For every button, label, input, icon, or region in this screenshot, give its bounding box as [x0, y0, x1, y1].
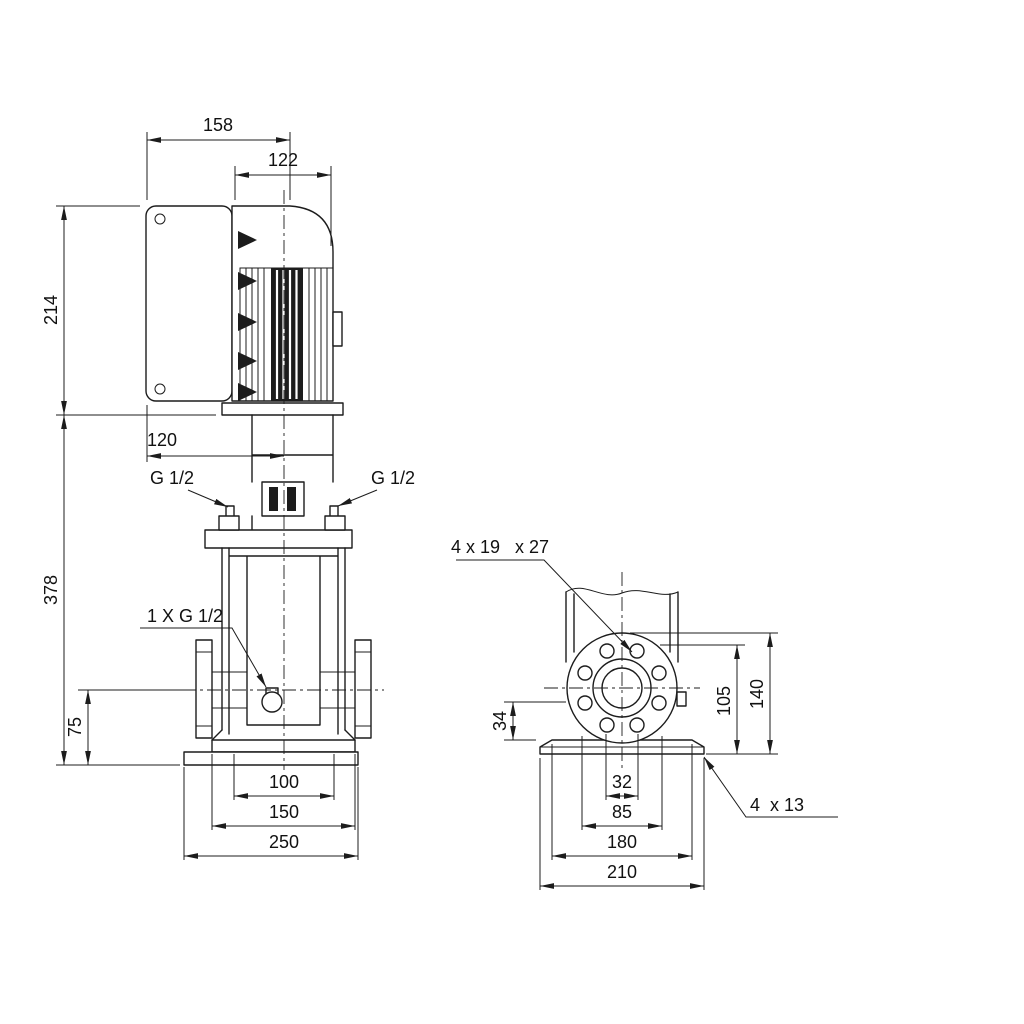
chamber-stack [221, 547, 346, 735]
plug-right-label: G 1/2 [371, 468, 415, 488]
base-holes-leader [703, 756, 838, 818]
bolt-hole [651, 695, 667, 711]
dim-140-label: 140 [747, 679, 767, 709]
dimension-120: 120 [146, 405, 284, 462]
bolt-hole [651, 665, 667, 681]
dimension-210: 210 [539, 758, 705, 890]
bolt-hole [629, 717, 645, 733]
base-holes-callout: 4 x 13 [703, 756, 838, 818]
drain-label: 1 X G 1/2 [147, 606, 223, 626]
control-box [145, 205, 233, 402]
dim-150-label: 150 [269, 802, 299, 822]
terminal-boss [332, 311, 343, 347]
lantern-sides [251, 414, 334, 483]
dim-180-label: 180 [607, 832, 637, 852]
chamber-end [565, 591, 679, 663]
head-flange [204, 529, 353, 549]
dim-214-label: 214 [41, 295, 61, 325]
motor-flange [221, 402, 344, 416]
base-holes-label: 4 x 13 [750, 795, 804, 815]
dimension-180: 180 [551, 744, 693, 860]
dim-120-label: 120 [147, 430, 177, 450]
dim-100-label: 100 [269, 772, 299, 792]
dim-105-label: 105 [714, 686, 734, 716]
flange-holes-callout: 4 x 19 x 27 [451, 537, 633, 653]
dimension-75: 75 [65, 689, 194, 765]
dim-158-label: 158 [203, 115, 233, 135]
control-box-screw-top [154, 213, 166, 225]
plug-right-leader [337, 489, 378, 507]
front-view [145, 190, 384, 770]
dim-250-ext [183, 767, 359, 860]
bolt-hole [577, 695, 593, 711]
flange-tab [676, 691, 687, 707]
dimension-100: 100 [233, 754, 335, 800]
dim-75-label: 75 [65, 717, 85, 737]
bolt-hole [599, 643, 615, 659]
dim-210-label: 210 [607, 862, 637, 882]
plug-callout-left: G 1/2 [150, 468, 229, 508]
dim-85-ext [581, 736, 663, 830]
bolt-hole [577, 665, 593, 681]
drain-callout: 1 X G 1/2 [140, 606, 267, 688]
dimension-250: 250 [183, 767, 359, 860]
dim-378-label: 378 [41, 575, 61, 605]
control-box-screw-bottom [154, 383, 166, 395]
pedestal-band [211, 739, 356, 753]
motor-fin-slits [275, 270, 298, 399]
port-flange-right [354, 639, 372, 739]
dim-158-ext [146, 132, 291, 200]
plug-left-leader [187, 489, 229, 508]
dim-250-label: 250 [269, 832, 299, 852]
chamber-base-slopes [211, 729, 356, 741]
coupling-guard-slots [269, 487, 296, 511]
dim-150-ext [211, 754, 356, 830]
dimension-150: 150 [211, 754, 356, 830]
end-view [539, 572, 705, 768]
plug-right [324, 505, 346, 531]
drain-leader [140, 627, 267, 688]
dim-34-label: 34 [490, 711, 510, 731]
head-sides [251, 515, 334, 531]
plug-left [218, 505, 240, 531]
flange-holes-leader [456, 559, 633, 653]
dim-122-ext [234, 166, 332, 246]
bolt-hole [599, 717, 615, 733]
dimension-122: 122 [234, 150, 332, 246]
coupling-guard [261, 481, 305, 517]
dim-122-label: 122 [268, 150, 298, 170]
flange-holes-label: 4 x 19 x 27 [451, 537, 549, 557]
dimension-85: 85 [581, 736, 663, 830]
dimension-32: 32 [605, 734, 639, 800]
dimension-214: 214 [41, 205, 216, 416]
flange-bolt-holes [577, 643, 667, 733]
dim-32-ext [605, 734, 639, 800]
dimension-34: 34 [490, 701, 566, 741]
dim-140-ext [630, 632, 778, 755]
port-flange-left [195, 639, 213, 739]
drain-plug [261, 691, 283, 713]
dim-32-label: 32 [612, 772, 632, 792]
dim-214-ext [56, 205, 216, 416]
base-plate [183, 751, 359, 766]
dimension-378: 378 [41, 415, 180, 766]
dimension-140: 140 [630, 632, 778, 755]
motor-fin-dark-band [271, 268, 303, 401]
dim-210-ext [539, 758, 705, 890]
dim-85-label: 85 [612, 802, 632, 822]
dimension-158: 158 [146, 115, 291, 200]
port-pipes [195, 651, 372, 727]
plug-left-label: G 1/2 [150, 468, 194, 488]
motor-clips [238, 231, 257, 401]
motor-fins [239, 267, 328, 402]
dim-100-ext [233, 754, 335, 800]
dim-180-ext [551, 744, 693, 860]
plug-callout-right: G 1/2 [337, 468, 415, 507]
